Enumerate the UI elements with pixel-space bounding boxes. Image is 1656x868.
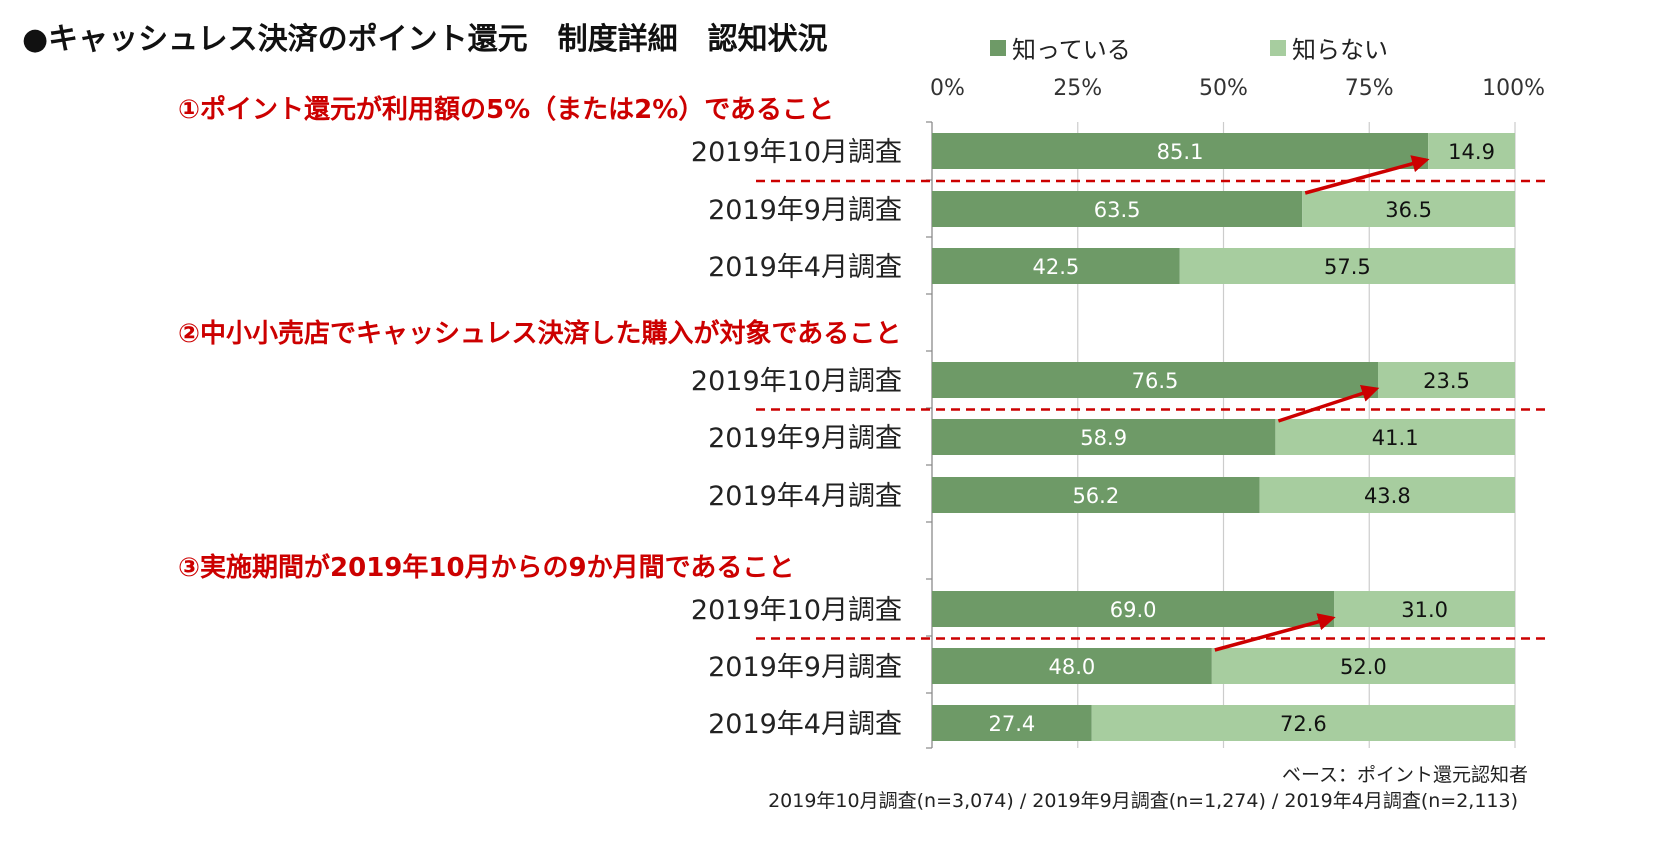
x-tick-label: 75% bbox=[1345, 76, 1394, 101]
bar-segment-unknown bbox=[1259, 477, 1515, 513]
sample-size-note: 2019年10月調査(n=3,074) / 2019年9月調査(n=1,274)… bbox=[768, 790, 1518, 812]
category-label: 2019年9月調査 bbox=[708, 195, 902, 226]
data-label-unknown: 57.5 bbox=[1324, 255, 1371, 279]
legend-item-unknown: 知らない bbox=[1270, 30, 1388, 65]
bar-segment-unknown bbox=[1334, 591, 1515, 627]
x-tick-label: 100% bbox=[1482, 76, 1545, 101]
category-label: 2019年9月調査 bbox=[708, 652, 902, 683]
bar-segment-unknown bbox=[1091, 705, 1515, 741]
bar-segment-known bbox=[932, 133, 1429, 169]
data-label-unknown: 14.9 bbox=[1448, 140, 1495, 164]
data-label-known: 27.4 bbox=[988, 712, 1035, 736]
page-title: ●キャッシュレス決済のポイント還元 制度詳細 認知状況 bbox=[22, 22, 828, 57]
data-label-unknown: 43.8 bbox=[1364, 484, 1411, 508]
data-label-known: 58.9 bbox=[1080, 426, 1127, 450]
category-label: 2019年4月調査 bbox=[708, 709, 902, 740]
data-label-unknown: 41.1 bbox=[1372, 426, 1419, 450]
category-label: 2019年10月調査 bbox=[691, 595, 902, 626]
x-tick-label: 0% bbox=[930, 76, 965, 101]
data-label-known: 69.0 bbox=[1110, 598, 1157, 622]
legend-swatch-known bbox=[990, 39, 1006, 56]
base-note: ベース：ポイント還元認知者 bbox=[1281, 764, 1528, 786]
legend-swatch-unknown bbox=[1270, 39, 1286, 56]
category-label: 2019年4月調査 bbox=[708, 481, 902, 512]
bar-segment-unknown bbox=[1302, 191, 1515, 227]
x-tick-label: 50% bbox=[1199, 76, 1248, 101]
bar-segment-known bbox=[932, 362, 1378, 398]
data-label-known: 85.1 bbox=[1157, 140, 1204, 164]
bar-segment-known bbox=[932, 591, 1335, 627]
bar-segment-unknown bbox=[1428, 133, 1515, 169]
data-label-known: 42.5 bbox=[1033, 255, 1080, 279]
data-label-known: 48.0 bbox=[1049, 655, 1096, 679]
category-label: 2019年10月調査 bbox=[691, 137, 902, 168]
data-label-unknown: 72.6 bbox=[1280, 712, 1327, 736]
x-tick-label: 25% bbox=[1053, 76, 1102, 101]
data-label-known: 76.5 bbox=[1132, 369, 1179, 393]
legend-label-unknown: 知らない bbox=[1292, 36, 1388, 64]
group-label: ①ポイント還元が利用額の5%（または2%）であること bbox=[178, 94, 834, 125]
data-label-unknown: 52.0 bbox=[1340, 655, 1387, 679]
group-label: ②中小小売店でキャッシュレス決済した購入が対象であること bbox=[178, 318, 901, 349]
bar-segment-unknown bbox=[1179, 248, 1515, 284]
change-arrow bbox=[1214, 613, 1336, 652]
bar-segment-known bbox=[932, 705, 1092, 741]
data-label-unknown: 31.0 bbox=[1401, 598, 1448, 622]
data-label-unknown: 36.5 bbox=[1385, 198, 1432, 222]
legend-label-known: 知っている bbox=[1012, 36, 1131, 64]
data-label-unknown: 23.5 bbox=[1423, 369, 1470, 393]
change-arrow bbox=[1304, 155, 1430, 195]
bar-segment-known bbox=[932, 248, 1180, 284]
data-label-known: 63.5 bbox=[1094, 198, 1141, 222]
data-label-known: 56.2 bbox=[1072, 484, 1119, 508]
category-label: 2019年10月調査 bbox=[691, 366, 902, 397]
bar-segment-known bbox=[932, 191, 1303, 227]
bar-segment-known bbox=[932, 648, 1212, 684]
category-label: 2019年9月調査 bbox=[708, 423, 902, 454]
bar-segment-unknown bbox=[1275, 419, 1515, 455]
legend-item-known: 知っている bbox=[990, 30, 1131, 65]
bar-segment-unknown bbox=[1211, 648, 1515, 684]
bar-segment-known bbox=[932, 419, 1276, 455]
category-label: 2019年4月調査 bbox=[708, 252, 902, 283]
bar-segment-unknown bbox=[1377, 362, 1515, 398]
group-label: ③実施期間が2019年10月からの9か月間であること bbox=[178, 552, 794, 583]
change-arrow bbox=[1277, 385, 1380, 423]
bar-segment-known bbox=[932, 477, 1260, 513]
